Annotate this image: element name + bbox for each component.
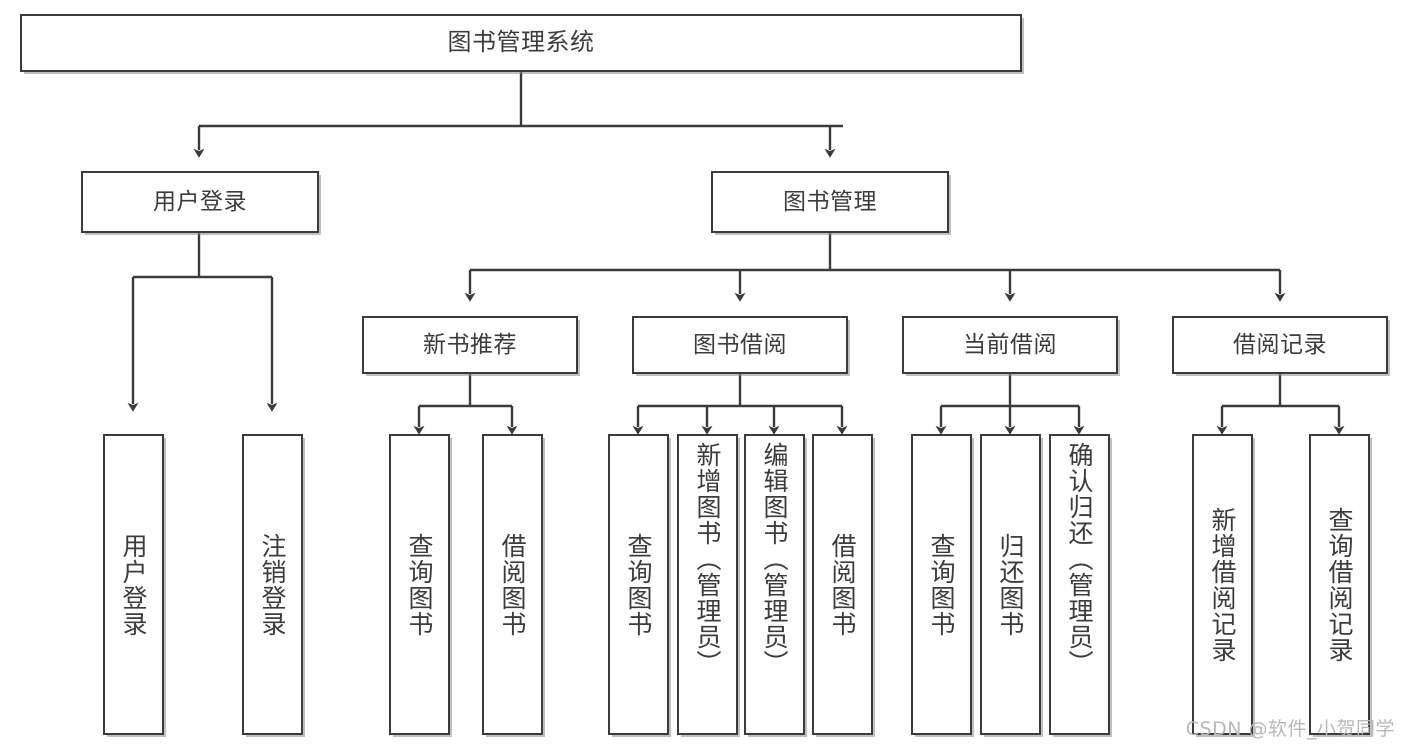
csdn-watermark: CSDN @软件_小贺同学: [1185, 718, 1395, 740]
node-label: 确认归还（管理员）: [1065, 442, 1094, 676]
node-book-management[interactable]: 图书管理: [711, 171, 949, 233]
node-label: 查询借阅记录: [1325, 506, 1354, 663]
leaf-borrow-edit-book-admin[interactable]: 编辑图书（管理员）: [744, 434, 805, 735]
node-label: 图书管理: [783, 188, 877, 215]
node-current-borrowing[interactable]: 当前借阅: [902, 316, 1118, 374]
node-label: 图书借阅: [693, 331, 787, 358]
node-book-borrowing[interactable]: 图书借阅: [632, 316, 848, 374]
node-label: 图书管理系统: [447, 28, 595, 57]
node-label: 用户登录: [153, 188, 247, 215]
node-label: 新增借阅记录: [1208, 506, 1237, 663]
node-label: 新增图书（管理员）: [693, 442, 722, 676]
leaf-records-add-record[interactable]: 新增借阅记录: [1192, 434, 1253, 735]
node-user-login[interactable]: 用户登录: [81, 171, 319, 233]
leaf-new-book-query-books[interactable]: 查询图书: [389, 434, 450, 735]
node-new-book-recommendation[interactable]: 新书推荐: [362, 316, 578, 374]
leaf-current-confirm-return-admin[interactable]: 确认归还（管理员）: [1049, 434, 1110, 735]
leaf-user-login-login[interactable]: 用户登录: [103, 434, 164, 735]
node-label: 注销登录: [258, 532, 287, 637]
leaf-borrow-borrow-books[interactable]: 借阅图书: [812, 434, 873, 735]
node-label: 归还图书: [996, 532, 1025, 637]
node-label: 新书推荐: [423, 331, 517, 358]
leaf-records-query-record[interactable]: 查询借阅记录: [1309, 434, 1370, 735]
node-label: 查询图书: [927, 532, 956, 637]
node-borrowing-records[interactable]: 借阅记录: [1172, 316, 1388, 374]
node-label: 编辑图书（管理员）: [760, 442, 789, 676]
node-root-book-management-system[interactable]: 图书管理系统: [20, 14, 1022, 72]
leaf-borrow-add-book-admin[interactable]: 新增图书（管理员）: [677, 434, 738, 735]
leaf-current-return-books[interactable]: 归还图书: [980, 434, 1041, 735]
leaf-current-query-books[interactable]: 查询图书: [911, 434, 972, 735]
node-label: 用户登录: [119, 532, 148, 637]
node-label: 查询图书: [405, 532, 434, 637]
leaf-user-login-logout[interactable]: 注销登录: [242, 434, 303, 735]
node-label: 当前借阅: [963, 331, 1057, 358]
node-label: 借阅记录: [1233, 331, 1327, 358]
node-label: 借阅图书: [828, 532, 857, 637]
leaf-borrow-query-books[interactable]: 查询图书: [608, 434, 669, 735]
node-label: 查询图书: [624, 532, 653, 637]
node-label: 借阅图书: [498, 532, 527, 637]
leaf-new-book-borrow-books[interactable]: 借阅图书: [482, 434, 543, 735]
